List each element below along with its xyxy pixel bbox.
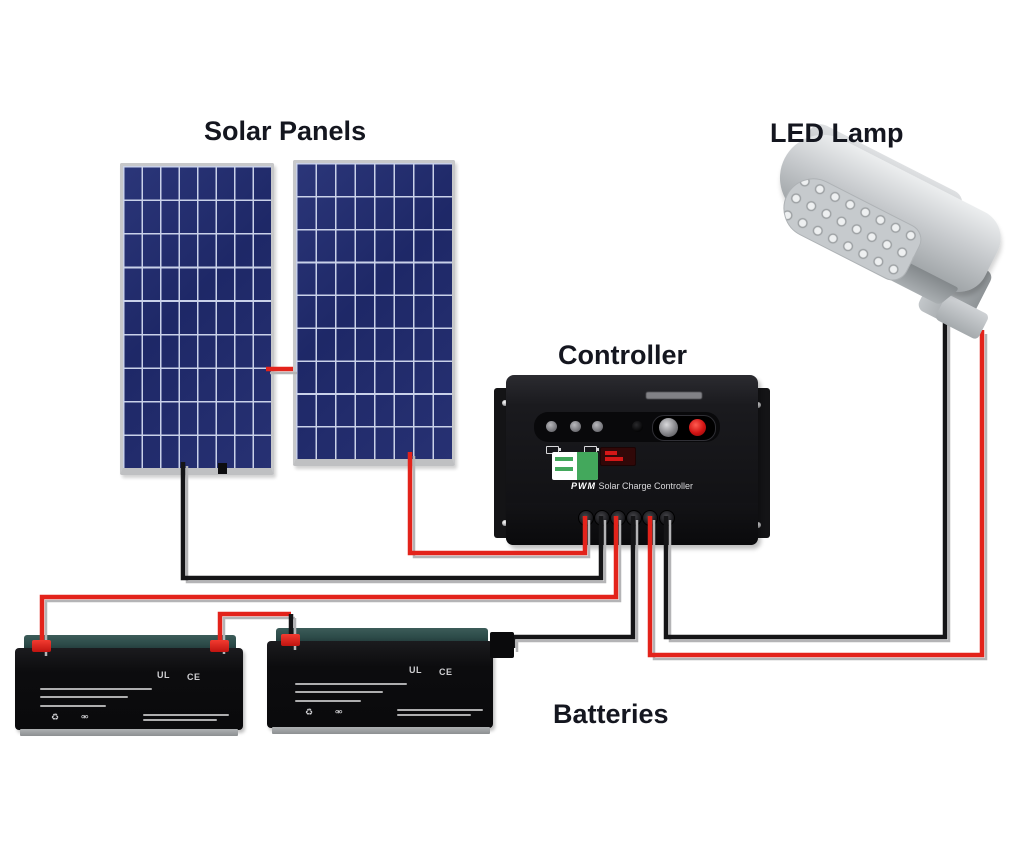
battery-text-line <box>295 691 383 693</box>
controller-product-name: Solar Charge Controller <box>598 481 694 491</box>
battery-left-base <box>20 729 238 736</box>
battery-right-base <box>272 727 490 734</box>
ul-mark: UL <box>409 665 422 675</box>
controller-brand-line: PWM Solar Charge Controller <box>506 481 758 491</box>
display-segment <box>605 451 617 455</box>
battery-text-line <box>143 719 217 721</box>
battery-right-positive-terminal <box>281 634 300 646</box>
battery-text-line <box>143 714 229 716</box>
wire-shadow <box>412 456 591 559</box>
adjust-knob-icon <box>659 418 678 437</box>
screw-hole-icon <box>755 402 761 408</box>
wire-shadow <box>652 334 988 661</box>
batteries-label: Batteries <box>553 699 669 729</box>
controller-green-label <box>552 452 598 480</box>
battery-text-line <box>295 700 361 702</box>
led-lamp-label: LED Lamp <box>770 118 904 148</box>
battery-text-line <box>295 683 407 685</box>
wire-pv-positive <box>407 452 588 556</box>
controller-model-text <box>646 392 702 399</box>
wire-load-negative <box>663 320 948 640</box>
battery-right: UL CE ♻ ⚮ <box>267 641 493 728</box>
solar-panel-left <box>120 163 274 475</box>
disposal-icon: ⚮ <box>335 707 343 717</box>
battery-left-top <box>24 635 236 652</box>
wire-shadow <box>515 520 639 652</box>
screw-hole-icon <box>502 520 508 526</box>
display-segment <box>605 457 623 461</box>
ce-mark: CE <box>439 667 453 677</box>
battery-left-positive-terminal <box>32 640 51 652</box>
wire-shadow <box>185 466 607 584</box>
wire-load-positive <box>647 330 985 658</box>
wire-shadow <box>668 324 951 643</box>
green-label-bar <box>555 457 574 461</box>
controller-label: Controller <box>558 340 688 370</box>
battery-text-line <box>40 696 128 698</box>
battery-text-line <box>397 709 483 711</box>
controller-knob-panel <box>652 415 716 441</box>
wire-pv-negative <box>180 462 604 581</box>
battery-right-top <box>276 628 488 645</box>
battery-right-negative-terminal <box>490 632 514 658</box>
solar-panels-label: Solar Panels <box>204 116 367 146</box>
status-led-icon <box>546 421 557 432</box>
red-knob-icon <box>689 419 706 436</box>
status-led-icon <box>592 421 603 432</box>
screw-hole-icon <box>502 400 508 406</box>
recycle-icon: ♻ <box>51 712 60 722</box>
battery-text-line <box>40 705 106 707</box>
controller-brand-pwm: PWM <box>570 481 596 491</box>
screw-hole-icon <box>755 522 761 528</box>
green-label-block <box>577 452 598 480</box>
controller-indicator-strip <box>534 412 720 442</box>
disposal-icon: ⚮ <box>81 712 89 722</box>
recycle-icon: ♻ <box>305 707 314 717</box>
battery-text-line <box>40 688 152 690</box>
status-led-icon <box>570 421 581 432</box>
controller-red-display <box>600 447 636 466</box>
solar-panel-right <box>293 160 455 466</box>
wire-battery-positive <box>39 516 619 652</box>
battery-text-line <box>397 714 471 716</box>
ul-mark: UL <box>157 670 170 680</box>
battery-left-negative-terminal <box>210 640 229 652</box>
solar-panel-junction-stub <box>218 463 227 474</box>
wire-shadow <box>44 520 622 656</box>
battery-left: UL CE ♻ ⚮ <box>15 648 243 730</box>
ce-mark: CE <box>187 672 201 682</box>
wire-battery-jumper-red <box>217 611 291 650</box>
light-sensor-icon <box>632 421 643 432</box>
green-label-bar <box>555 467 574 471</box>
